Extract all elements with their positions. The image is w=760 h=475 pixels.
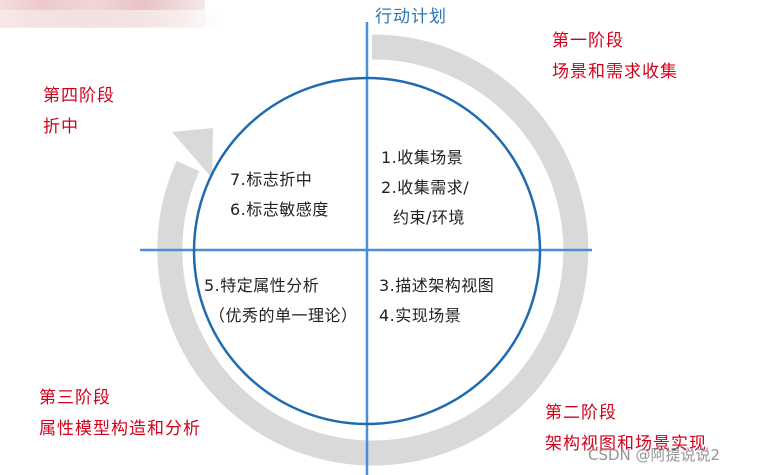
stage-4-desc: 折中 <box>43 117 79 137</box>
step-2: 2.收集需求/ <box>381 178 470 197</box>
step-7: 7.标志折中 <box>230 170 313 189</box>
main-circle <box>192 76 542 426</box>
stage-1-label: 第一阶段 场景和需求收集 <box>552 26 678 88</box>
stage-3-name: 第三阶段 <box>39 388 111 408</box>
cycle-arrow-head-icon <box>172 128 213 178</box>
step-5-note: （优秀的单一理论） <box>209 306 358 325</box>
quadrant-bottom-left: 5.特定属性分析 （优秀的单一理论） <box>204 271 358 331</box>
step-5: 5.特定属性分析 <box>204 276 320 295</box>
blurred-header-overlay <box>0 10 220 28</box>
stage-2-name: 第二阶段 <box>545 403 617 423</box>
stage-4-label: 第四阶段 折中 <box>43 81 115 143</box>
step-6: 6.标志敏感度 <box>230 200 329 219</box>
cycle-arrow-arc <box>157 34 589 466</box>
quadrant-bottom-right: 3.描述架构视图 4.实现场景 <box>379 271 494 331</box>
stage-2-desc: 架构视图和场景实现 <box>545 434 707 454</box>
watermark: CSDN @阿提说说2 <box>588 446 721 464</box>
step-4: 4.实现场景 <box>379 306 462 325</box>
stage-2-label: 第二阶段 架构视图和场景实现 <box>545 398 707 460</box>
stage-3-desc: 属性模型构造和分析 <box>39 419 201 439</box>
step-3: 3.描述架构视图 <box>379 276 495 295</box>
step-2-cont: 约束/环境 <box>393 208 465 227</box>
quadrant-top-left: 7.标志折中 6.标志敏感度 <box>230 165 329 225</box>
diagram-title: 行动计划 <box>375 7 447 27</box>
stage-4-name: 第四阶段 <box>43 86 115 106</box>
quadrant-top-right: 1.收集场景 2.收集需求/ 约束/环境 <box>381 143 469 233</box>
stage-1-desc: 场景和需求收集 <box>552 62 678 82</box>
stage-3-label: 第三阶段 属性模型构造和分析 <box>39 383 201 445</box>
step-1: 1.收集场景 <box>381 148 464 167</box>
stage-1-name: 第一阶段 <box>552 31 624 51</box>
